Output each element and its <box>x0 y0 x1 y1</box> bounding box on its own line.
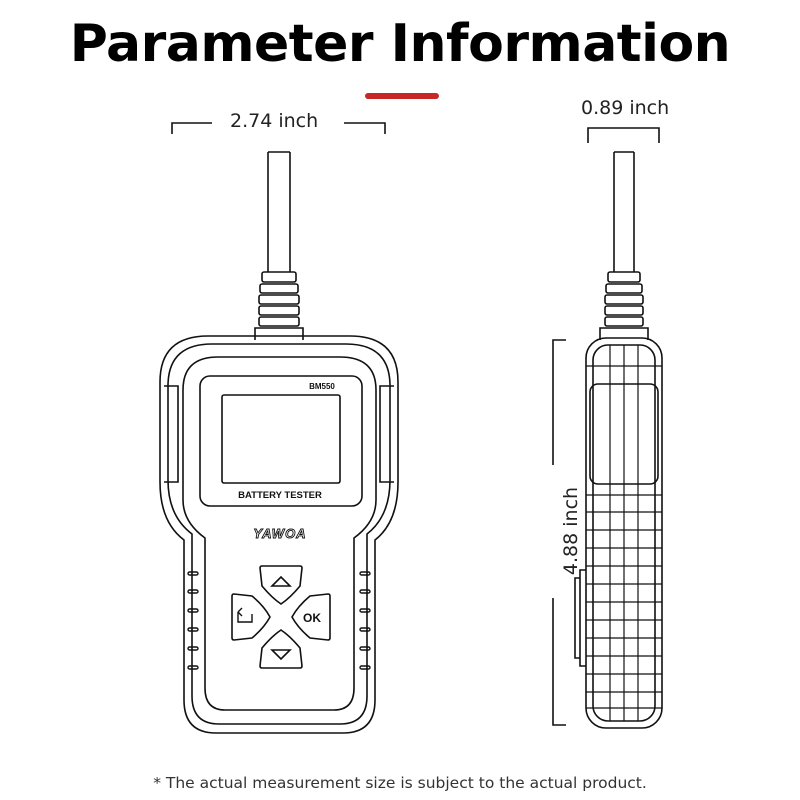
screen-label: BATTERY TESTER <box>238 490 322 501</box>
up-arrow-icon <box>270 575 292 587</box>
side-button-profile <box>574 569 586 667</box>
front-face-panel <box>182 356 377 711</box>
side-ribs <box>586 345 662 721</box>
keypad: OK <box>231 565 331 669</box>
brand-logo: YAWOA <box>253 526 306 541</box>
depth-dimension-bracket <box>587 127 660 143</box>
lcd-screen <box>221 394 341 484</box>
screen-bezel <box>199 375 363 507</box>
ok-button-label: OK <box>303 611 321 625</box>
back-arrow-icon <box>237 607 253 623</box>
depth-dimension-label: 0.89 inch <box>581 97 670 119</box>
up-button[interactable] <box>259 565 303 605</box>
front-strain-relief <box>254 271 304 340</box>
front-body-outer <box>159 335 399 734</box>
front-view: BM550 BATTERY TESTER YAWOA OK <box>159 151 399 734</box>
side-strain-relief <box>599 271 649 340</box>
model-label: BM550 <box>309 382 335 391</box>
side-cable <box>613 151 635 272</box>
page-title: Parameter Information <box>69 14 731 74</box>
footnote: * The actual measurement size is subject… <box>153 774 647 792</box>
front-cable <box>267 151 291 272</box>
ok-button[interactable] <box>291 593 331 641</box>
down-button[interactable] <box>259 629 303 669</box>
back-button[interactable] <box>231 593 271 641</box>
width-dimension-bracket <box>171 122 386 134</box>
height-dimension-bracket <box>552 339 566 726</box>
title-accent-bar <box>365 93 439 99</box>
side-view <box>574 151 663 729</box>
width-dimension-label: 2.74 inch <box>230 110 319 132</box>
side-body-outer <box>585 337 663 729</box>
front-side-grips <box>164 385 394 670</box>
down-arrow-icon <box>270 649 292 661</box>
